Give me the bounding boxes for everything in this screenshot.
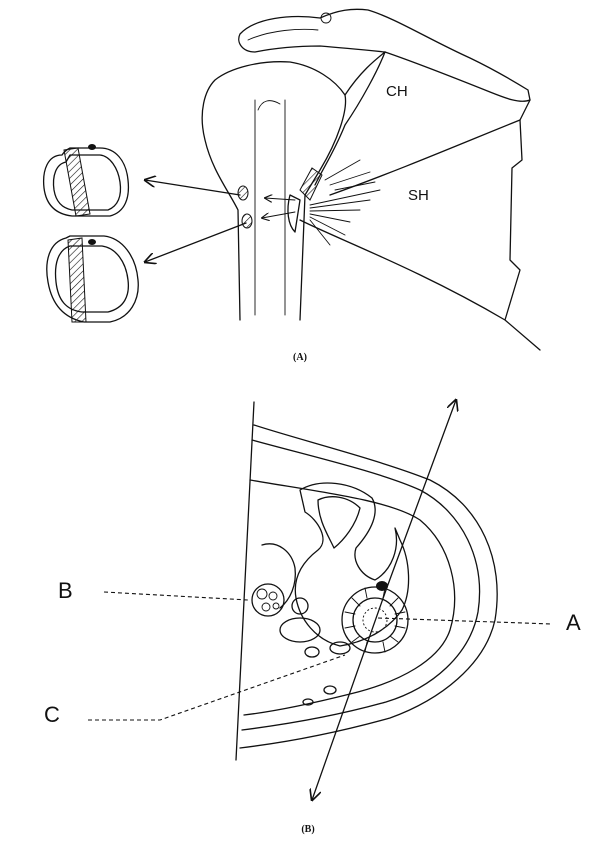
humeral-head-section xyxy=(341,586,409,654)
arrow-to-section-upper xyxy=(145,180,241,196)
muscle-fibers xyxy=(309,159,381,246)
arrow-to-section-lower xyxy=(145,222,247,262)
leader-a xyxy=(377,617,553,625)
leader-b xyxy=(103,591,249,601)
cross-section-lower xyxy=(46,235,139,323)
panel-a: CH SH (A) xyxy=(42,8,541,363)
neurovascular-bundle xyxy=(251,583,351,706)
coracoid-tip xyxy=(320,12,332,24)
clavicle-outline xyxy=(238,8,531,102)
label-ch: CH xyxy=(386,83,408,100)
axis-arrow-up xyxy=(385,400,456,591)
leader-c xyxy=(88,654,346,721)
caption-b: (B) xyxy=(301,824,314,835)
caption-a: (A) xyxy=(293,352,307,363)
label-b: B xyxy=(58,578,73,603)
drill-hole-lower xyxy=(241,213,253,229)
black-marker xyxy=(376,581,388,591)
label-a: A xyxy=(566,610,581,635)
panel-b: B A C (B) xyxy=(44,400,581,835)
cross-section-upper xyxy=(42,144,130,217)
axis-arrow-down xyxy=(312,589,387,800)
label-sh: SH xyxy=(408,187,429,204)
central-mass xyxy=(294,482,410,647)
label-c: C xyxy=(44,702,60,727)
drill-hole-upper xyxy=(237,185,249,201)
cut-plane-line xyxy=(235,401,255,761)
skin-contour xyxy=(239,424,498,749)
humerus-outline xyxy=(201,61,347,321)
